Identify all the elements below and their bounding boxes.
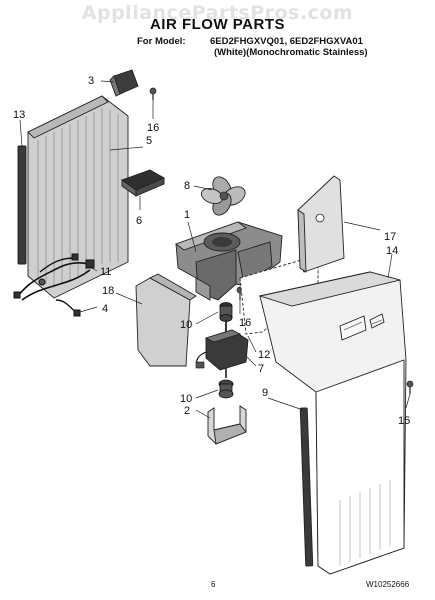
part-screw-right (406, 380, 414, 394)
leader-lines (19, 80, 411, 419)
callout-8: 8 (184, 180, 190, 192)
callout-12: 12 (258, 349, 270, 361)
callout-17: 17 (384, 231, 396, 243)
callout-11: 11 (100, 266, 111, 278)
part-fan-blade (200, 176, 246, 216)
callout-15: 15 (398, 415, 410, 427)
callout-7: 7 (258, 363, 264, 375)
callout-16-middle: 16 (239, 317, 251, 329)
callout-14: 14 (386, 245, 398, 257)
callout-3: 3 (88, 75, 94, 87)
part-wire-harness (13, 253, 95, 317)
part-grommet-upper (219, 302, 233, 322)
part-rear-panel (27, 95, 129, 299)
part-left-duct-cover (135, 273, 197, 367)
part-gasket-strip-left (17, 145, 27, 265)
callout-10-upper: 10 (180, 319, 192, 331)
part-bracket (121, 169, 166, 197)
callout-18: 18 (102, 285, 114, 297)
callout-9: 9 (262, 387, 268, 399)
document-code: W10252666 (366, 580, 410, 589)
callout-2: 2 (184, 405, 190, 417)
part-fan-motor (195, 320, 249, 378)
callout-13: 13 (13, 109, 25, 121)
model-numbers: 6ED2FHGXVQ01, 6ED2FHGXVA01 (210, 36, 363, 47)
callout-4: 4 (102, 303, 108, 315)
part-upper-air-diverter (297, 175, 345, 273)
part-gasket-strip-right (299, 407, 314, 567)
part-front-duct-cover (258, 271, 407, 575)
model-label: For Model: (137, 36, 186, 47)
callout-10-lower: 10 (180, 393, 192, 405)
part-motor-bracket (207, 405, 247, 445)
model-variants: (White)(Monochromatic Stainless) (214, 47, 368, 58)
part-grommet-lower (218, 379, 234, 399)
callout-5: 5 (146, 135, 152, 147)
callout-1: 1 (184, 209, 190, 221)
watermark: AppliancePartsPros.com (81, 2, 354, 24)
callout-16-upper: 16 (147, 122, 159, 134)
part-screw-upper (149, 87, 157, 100)
callout-6: 6 (136, 215, 142, 227)
page-number: 6 (211, 580, 216, 589)
part-damper-cap (109, 69, 139, 97)
page-title: AIR FLOW PARTS (149, 16, 286, 33)
